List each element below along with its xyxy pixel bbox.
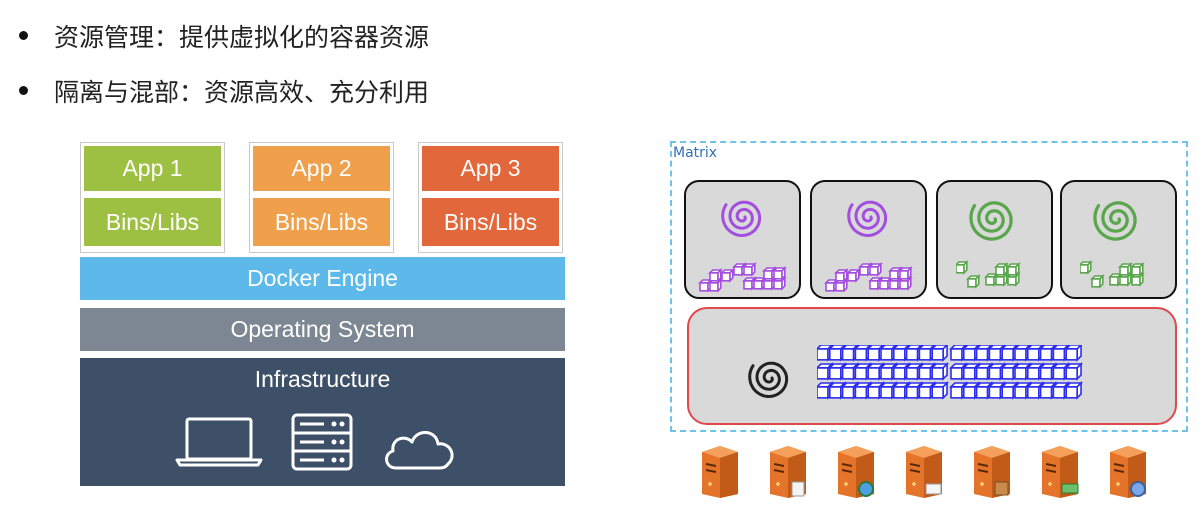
app-column: App 1 Bins/Libs [80,142,225,253]
host-machine [687,307,1177,425]
server-icon [702,446,738,498]
app-column: App 2 Bins/Libs [249,142,394,253]
laptop-icon [175,417,263,467]
bullet-text: 资源管理：提供虚拟化的容器资源 [54,22,430,52]
container-pod [684,180,801,299]
bullet-list: 资源管理：提供虚拟化的容器资源 隔离与混部：资源高效、充分利用 [16,8,429,118]
container-pod [1060,180,1177,299]
bullet-text: 隔离与混部：资源高效、充分利用 [54,77,430,107]
spiral-icon [969,201,1013,241]
cloud-icon [385,431,454,470]
libs-box: Bins/Libs [84,198,221,246]
cube-cluster-icon [698,262,787,292]
server-settings-icon [1110,446,1146,498]
docker-engine-layer: Docker Engine [80,257,565,300]
app-box: App 3 [422,146,559,191]
bullet-item: 资源管理：提供虚拟化的容器资源 [16,8,429,63]
app-column: App 3 Bins/Libs [418,142,563,253]
infrastructure-layer: Infrastructure [80,358,565,486]
cube-cluster-icon [956,260,1021,289]
matrix-label: Matrix [673,145,718,161]
server-globe-icon [838,446,874,498]
libs-box: Bins/Libs [253,198,390,246]
container-pod [936,180,1053,299]
server-row [690,442,1190,502]
app-box: App 2 [253,146,390,191]
server-mail-icon [906,446,942,498]
app-box: App 1 [84,146,221,191]
cube-grid-icon [817,345,1083,400]
spiral-icon [1093,201,1137,241]
docker-stack-diagram: App 1 Bins/Libs App 2 Bins/Libs App 3 Bi… [80,142,565,486]
server-rack-icon [291,413,353,471]
spiral-icon [748,361,789,399]
spiral-icon [847,200,888,238]
bullet-dot [19,86,28,95]
server-doc-icon [770,446,806,498]
cube-cluster-icon [1080,260,1145,289]
matrix-diagram: Matrix [670,141,1188,432]
container-pod [810,180,927,299]
operating-system-layer: Operating System [80,308,565,351]
server-box-icon [974,446,1010,498]
infrastructure-label: Infrastructure [254,366,391,392]
server-network-icon [1042,446,1079,498]
libs-box: Bins/Libs [422,198,559,246]
spiral-icon [721,200,762,238]
bullet-dot [19,31,28,40]
bullet-item: 隔离与混部：资源高效、充分利用 [16,63,429,118]
cube-cluster-icon [824,262,913,292]
